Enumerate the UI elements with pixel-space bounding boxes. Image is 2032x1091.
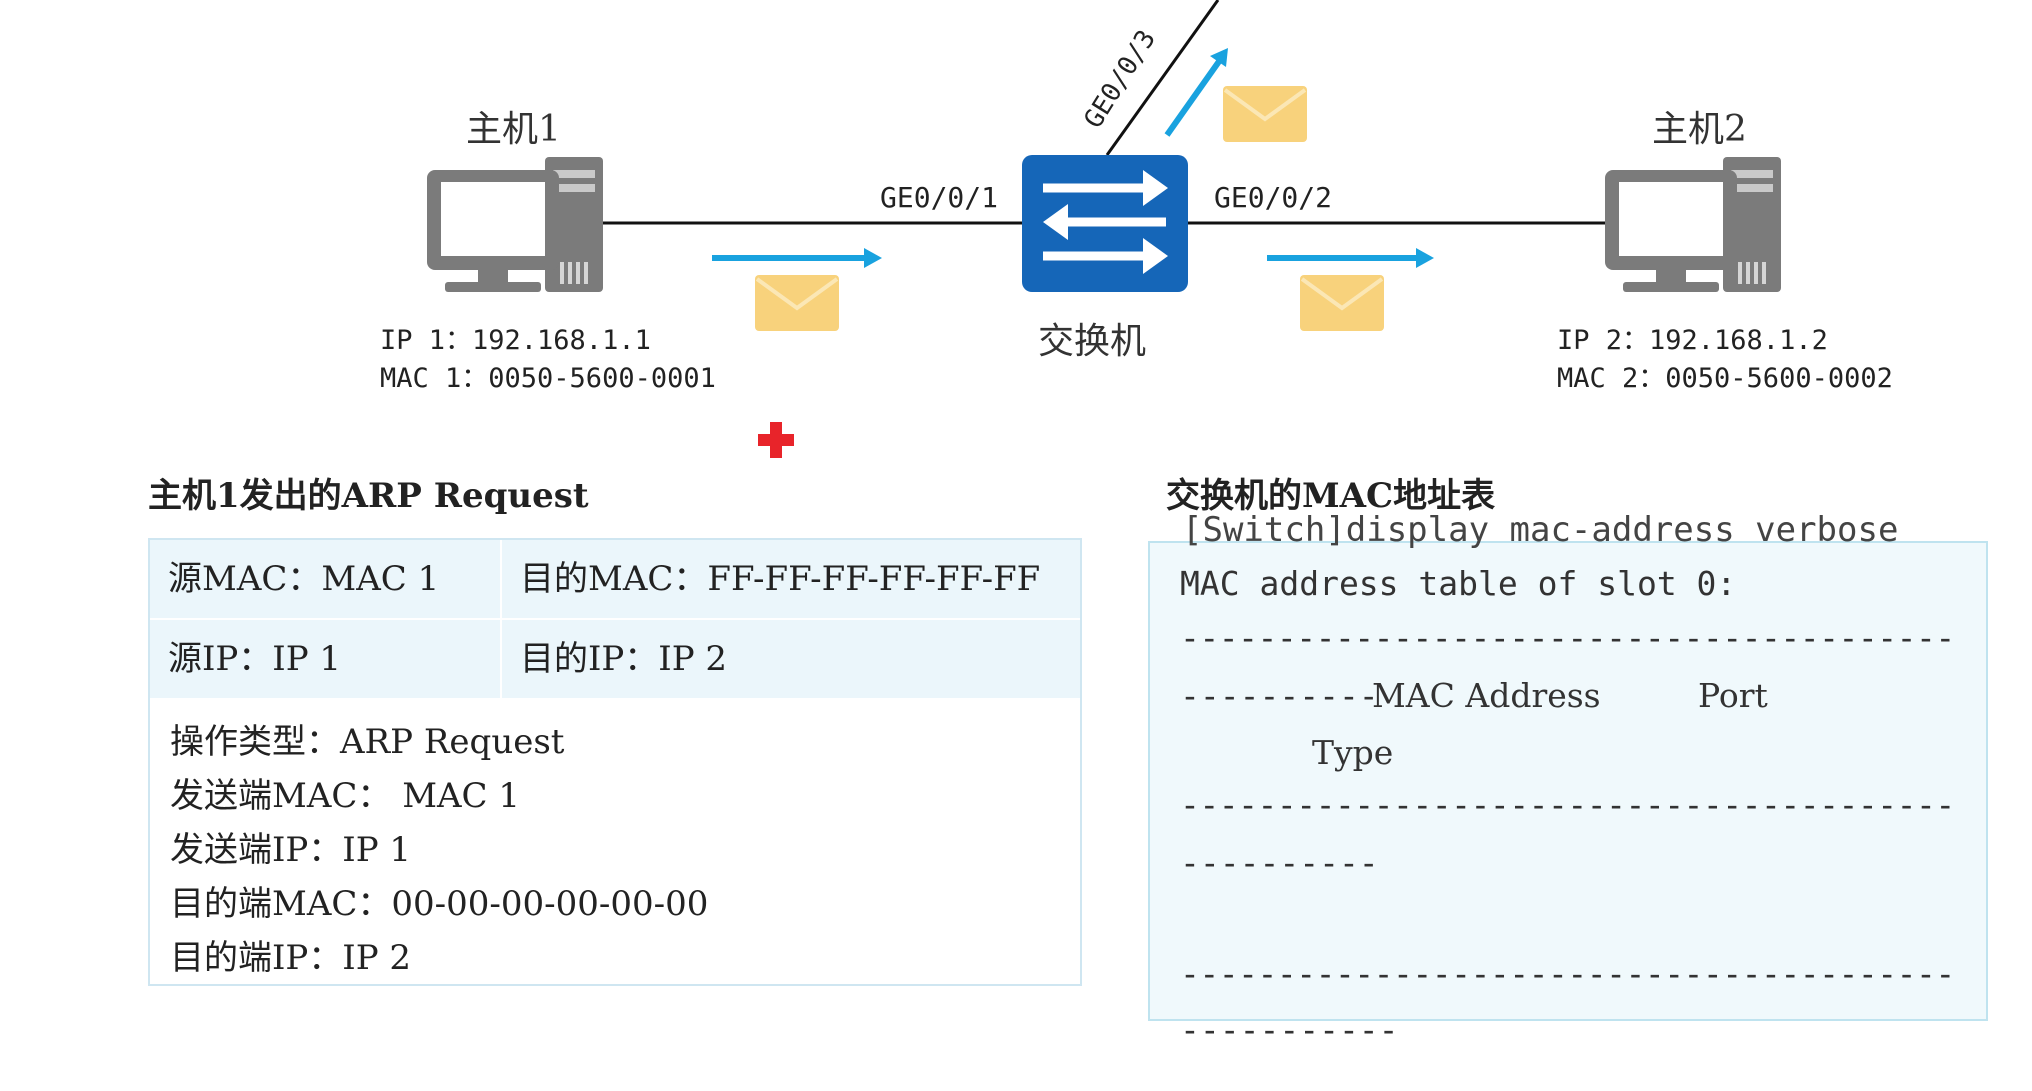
src-mac-cell: 源MAC：MAC 1 (150, 540, 500, 618)
dst-mac-cell: 目的MAC：FF-FF-FF-FF-FF-FF (502, 540, 1080, 618)
sender-ip: 发送端IP：IP 1 (170, 830, 412, 870)
network-diagram: GE0/0/3 (427, 0, 1781, 458)
link-switch-uplink (1105, 0, 1220, 156)
arp-operation-fields: 操作类型：ARP Request 发送端MAC： MAC 1 发送端IP：IP … (170, 715, 708, 985)
target-mac: 目的端MAC：00-00-00-00-00-00 (170, 884, 709, 924)
arrow-icon-to-switch (712, 248, 882, 268)
envelope-icon-uplink (1223, 86, 1307, 142)
arp-request-table: 源MAC：MAC 1 目的MAC：FF-FF-FF-FF-FF-FF 源IP：I… (148, 538, 1082, 986)
arp-request-title: 主机1发出的ARP Request (148, 476, 589, 516)
divider-short-1: ---------- (1180, 676, 1379, 715)
divider-top: ---------------------------------------- (1180, 618, 1955, 657)
host1-ip: IP 1：192.168.1.1 (380, 325, 651, 356)
host2-address: IP 2：192.168.1.2 MAC 2：0050-5600-0002 (1557, 322, 1893, 398)
envelope-icon-host1 (755, 275, 839, 331)
mac-table-header: MAC address table of slot 0: (1180, 564, 1737, 603)
column-mac-address: MAC Address (1372, 676, 1601, 715)
mac-table-panel (1148, 541, 1988, 1021)
divider-short-2: ---------- (1180, 843, 1379, 882)
mac-table-title: 交换机的MAC地址表 (1166, 476, 1496, 516)
envelope-icon-host2 (1300, 275, 1384, 331)
port-label-ge002: GE0/0/2 (1214, 181, 1333, 214)
host1-address: IP 1：192.168.1.1 MAC 1：0050-5600-0001 (380, 322, 716, 398)
computer-icon-host2 (1605, 157, 1781, 292)
op-type: 操作类型：ARP Request (170, 722, 565, 762)
host2-name: 主机2 (1652, 109, 1747, 150)
computer-icon-host1 (427, 157, 603, 292)
dst-ip-cell: 目的IP：IP 2 (502, 620, 1080, 698)
arrow-icon-to-uplink (1164, 48, 1228, 137)
host2-ip: IP 2：192.168.1.2 (1557, 325, 1828, 356)
sender-mac: 发送端MAC： MAC 1 (170, 776, 521, 816)
src-ip-cell: 源IP：IP 1 (150, 620, 500, 698)
divider-mid: ---------------------------------------- (1180, 785, 1955, 824)
port-label-ge003: GE0/0/3 (1078, 25, 1162, 134)
host1-name: 主机1 (466, 109, 561, 150)
cross-icon (758, 422, 794, 458)
arrow-icon-to-host2 (1267, 248, 1434, 268)
column-type: Type (1312, 733, 1394, 772)
target-ip: 目的端IP：IP 2 (170, 938, 412, 978)
port-label-ge001: GE0/0/1 (880, 181, 999, 214)
switch-icon (1022, 155, 1188, 292)
host2-mac: MAC 2：0050-5600-0002 (1557, 363, 1893, 394)
divider-short-3: ----------- (1180, 1010, 1399, 1049)
command-line: [Switch]display mac-address verbose (1182, 510, 1899, 550)
divider-bottom: ---------------------------------------- (1180, 954, 1955, 993)
switch-name: 交换机 (1038, 321, 1147, 362)
column-port: Port (1698, 676, 1768, 715)
host1-mac: MAC 1：0050-5600-0001 (380, 363, 716, 394)
